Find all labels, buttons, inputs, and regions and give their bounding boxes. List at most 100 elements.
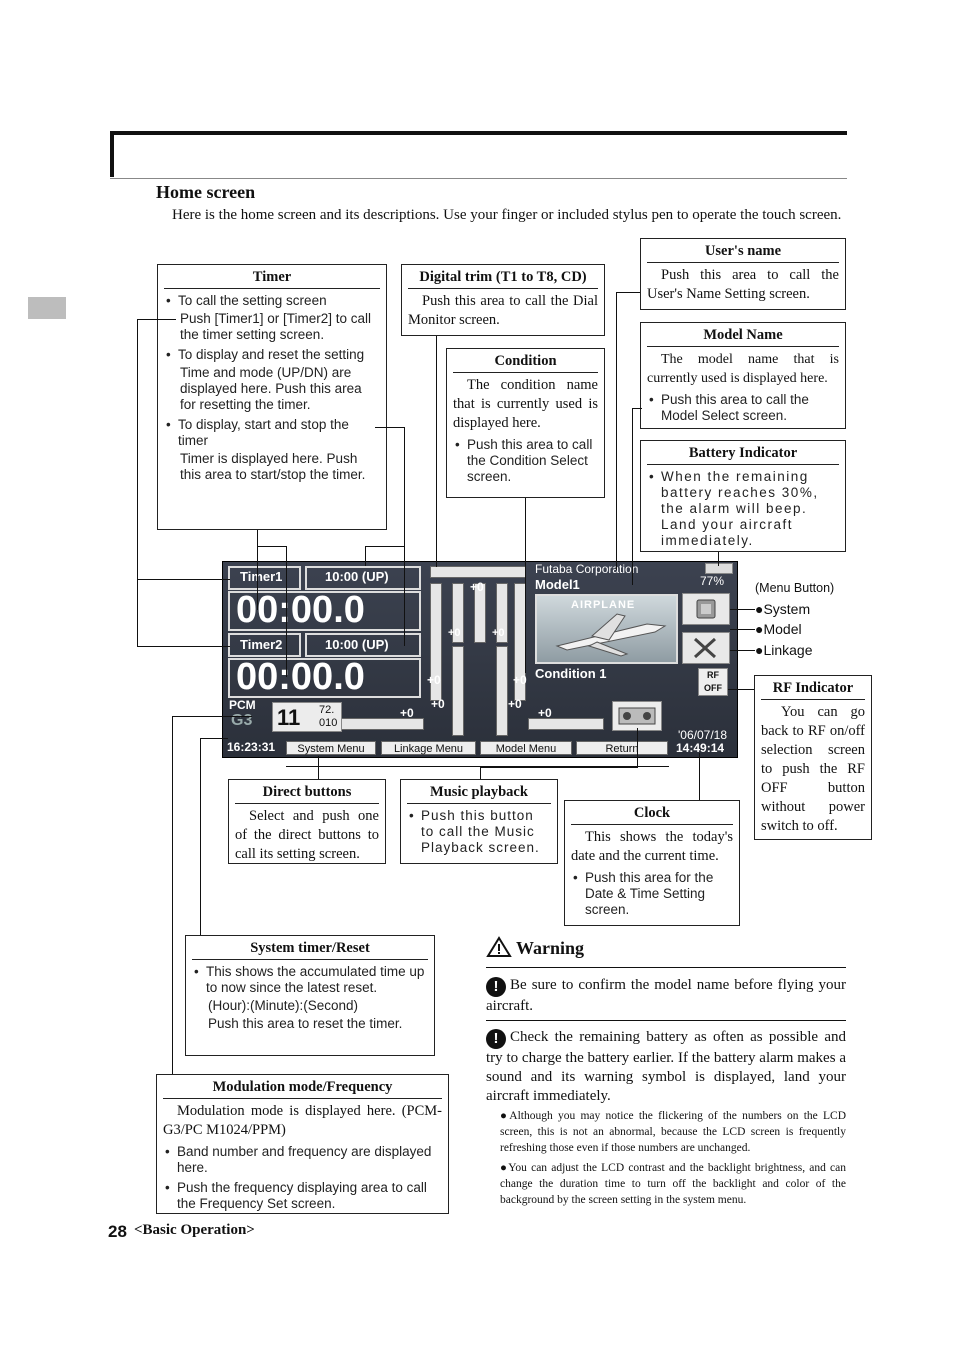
modulation-mode-2: G3 xyxy=(231,712,253,729)
modulation-bullet-1: Band number and frequency are displayed … xyxy=(163,1144,442,1176)
direct-text: Select and push one of the direct button… xyxy=(235,808,379,862)
timer-sub-2: Time and mode (UP/DN) are displayed here… xyxy=(180,365,362,412)
timer1-display[interactable] xyxy=(228,591,421,631)
timer1-label: Timer1 xyxy=(240,569,283,584)
rf-box: RF Indicator You can go back to RF on/of… xyxy=(754,675,872,840)
condition-bullet: Push this area to call the Condition Sel… xyxy=(453,437,598,485)
leader-clock xyxy=(699,753,700,800)
note-2: ●You can adjust the LCD contrast and the… xyxy=(500,1162,846,1206)
leader-timer-mode-a xyxy=(365,546,405,547)
trim-box: Digital trim (T1 to T8, CD) Push this ar… xyxy=(401,264,605,336)
leader-menu-linkage xyxy=(730,650,755,651)
systimer-bullet: This shows the accumulated time up to no… xyxy=(192,964,428,996)
system-timer-box: System timer/Reset This shows the accumu… xyxy=(185,935,435,1056)
modulation-title: Modulation mode/Frequency xyxy=(163,1079,442,1099)
freq-lo: 010 xyxy=(319,717,338,729)
battery-title: Battery Indicator xyxy=(647,445,839,465)
timer1-button[interactable] xyxy=(228,566,301,590)
battery-bullet: When the remaining battery reaches 30%, … xyxy=(647,469,839,549)
trim-value-3: +0 xyxy=(492,627,505,639)
leader-systimer-v xyxy=(200,738,201,935)
music-playback-button[interactable] xyxy=(612,701,662,731)
leader-trim xyxy=(436,336,437,567)
systimer-sub-1: (Hour):(Minute):(Second) xyxy=(208,998,359,1013)
music-title: Music playback xyxy=(407,784,551,804)
linkage-menu-button[interactable]: Linkage Menu xyxy=(381,741,476,755)
trim-gauge-v2[interactable] xyxy=(452,583,464,643)
intro-text: Here is the home screen and its descript… xyxy=(172,207,842,223)
trim-gauge-top[interactable] xyxy=(430,566,526,578)
user-box: User's name Push this area to call the U… xyxy=(640,238,846,310)
trim-gauge-v7[interactable] xyxy=(496,646,508,736)
rf-text: You can go back to RF on/off selection s… xyxy=(761,704,865,834)
leader-music-v xyxy=(637,728,638,768)
leader-timer-time-c xyxy=(286,546,287,677)
model-box: Model Name The model name that is curren… xyxy=(640,322,846,429)
warning-para-1: !Be sure to confirm the model name befor… xyxy=(486,976,846,1016)
timer1-mode-area[interactable] xyxy=(305,566,421,590)
timer2-label: Timer2 xyxy=(240,637,283,652)
trim-gauge-v1[interactable] xyxy=(430,583,442,701)
modulation-box: Modulation mode/Frequency Modulation mod… xyxy=(156,1074,449,1214)
timer2-time: 00:00.0 xyxy=(236,656,365,698)
timer2-button[interactable] xyxy=(228,633,301,657)
leader-mod-v xyxy=(172,716,173,1074)
band-number: 11 xyxy=(277,705,301,730)
clock-time[interactable]: 14:49:14 xyxy=(676,741,725,755)
warning-triangle-icon xyxy=(486,936,512,957)
condition-text: The condition name that is currently use… xyxy=(453,377,598,431)
trim-gauge-v3[interactable] xyxy=(474,583,486,643)
warning-para-2: !Check the remaining battery as often as… xyxy=(486,1028,846,1106)
modulation-text: Modulation mode is displayed here. (PCM-… xyxy=(163,1103,442,1138)
frequency-area[interactable]: 11 72. 010 xyxy=(272,702,342,732)
model-menu-button[interactable]: Model Menu xyxy=(480,741,572,755)
system-timer[interactable]: 16:23:31 xyxy=(227,740,276,754)
trim-gauge-h2[interactable] xyxy=(528,718,604,730)
leader-condition xyxy=(525,498,526,673)
modulation-mode: PCM xyxy=(229,698,256,712)
user-name-area[interactable]: Futaba Corporation xyxy=(535,562,639,576)
system-icon xyxy=(696,599,716,619)
leader-rf xyxy=(728,689,754,690)
leader-mod-h xyxy=(172,716,252,717)
leader-timer2 xyxy=(137,646,230,647)
model-bullet: Push this area to call the Model Select … xyxy=(647,392,839,424)
condition-box: Condition The condition name that is cur… xyxy=(446,348,605,498)
header-bar-left xyxy=(110,131,114,177)
leader-timer-vert xyxy=(137,319,138,647)
header-rule xyxy=(110,178,847,179)
system-menu-icon-button[interactable] xyxy=(682,593,730,625)
warning-text-2: Check the remaining battery as often as … xyxy=(486,1029,846,1104)
rf-off-button[interactable]: RF OFF xyxy=(698,668,728,696)
leader-timer-left xyxy=(137,319,176,320)
user-text: Push this area to call the User's Name S… xyxy=(647,267,839,302)
trim-gauge-v4[interactable] xyxy=(496,583,508,643)
timer-bullet-1: To call the setting screen xyxy=(164,293,380,309)
trim-title: Digital trim (T1 to T8, CD) xyxy=(408,269,598,289)
direct-title: Direct buttons xyxy=(235,784,379,804)
timer-bullet-2: To display and reset the setting xyxy=(164,347,380,363)
leader-timer-time-a xyxy=(257,530,258,610)
menu-label-model: ●Model xyxy=(755,621,802,637)
trim-gauge-v6[interactable] xyxy=(452,646,464,736)
model-title: Model Name xyxy=(647,327,839,347)
model-name-area[interactable]: Model1 xyxy=(535,577,580,592)
condition-area[interactable]: Condition 1 xyxy=(535,666,607,681)
note-1: ●Although you may notice the flickering … xyxy=(500,1110,846,1154)
condition-title: Condition xyxy=(453,353,598,373)
return-button[interactable]: Return xyxy=(576,741,668,755)
music-icon xyxy=(618,707,656,725)
model-text: The model name that is currently used is… xyxy=(647,352,839,386)
timer2-display[interactable] xyxy=(228,658,421,698)
modulation-indicator[interactable]: PCM G3 xyxy=(227,698,261,732)
airplane-image[interactable]: AIRPLANE xyxy=(535,594,678,664)
airplane-label: AIRPLANE xyxy=(571,599,636,611)
trim-value-9: +0 xyxy=(538,706,552,720)
timer2-mode-area[interactable] xyxy=(305,633,421,657)
clock-date[interactable]: '06/07/18 xyxy=(678,728,728,742)
menu-button-head: (Menu Button) xyxy=(755,581,835,595)
systimer-sub-2: Push this area to reset the timer. xyxy=(208,1016,403,1031)
model-menu-icon-button[interactable] xyxy=(682,632,730,664)
leader-timer-mode xyxy=(375,427,405,428)
system-menu-button[interactable]: System Menu xyxy=(286,741,376,755)
